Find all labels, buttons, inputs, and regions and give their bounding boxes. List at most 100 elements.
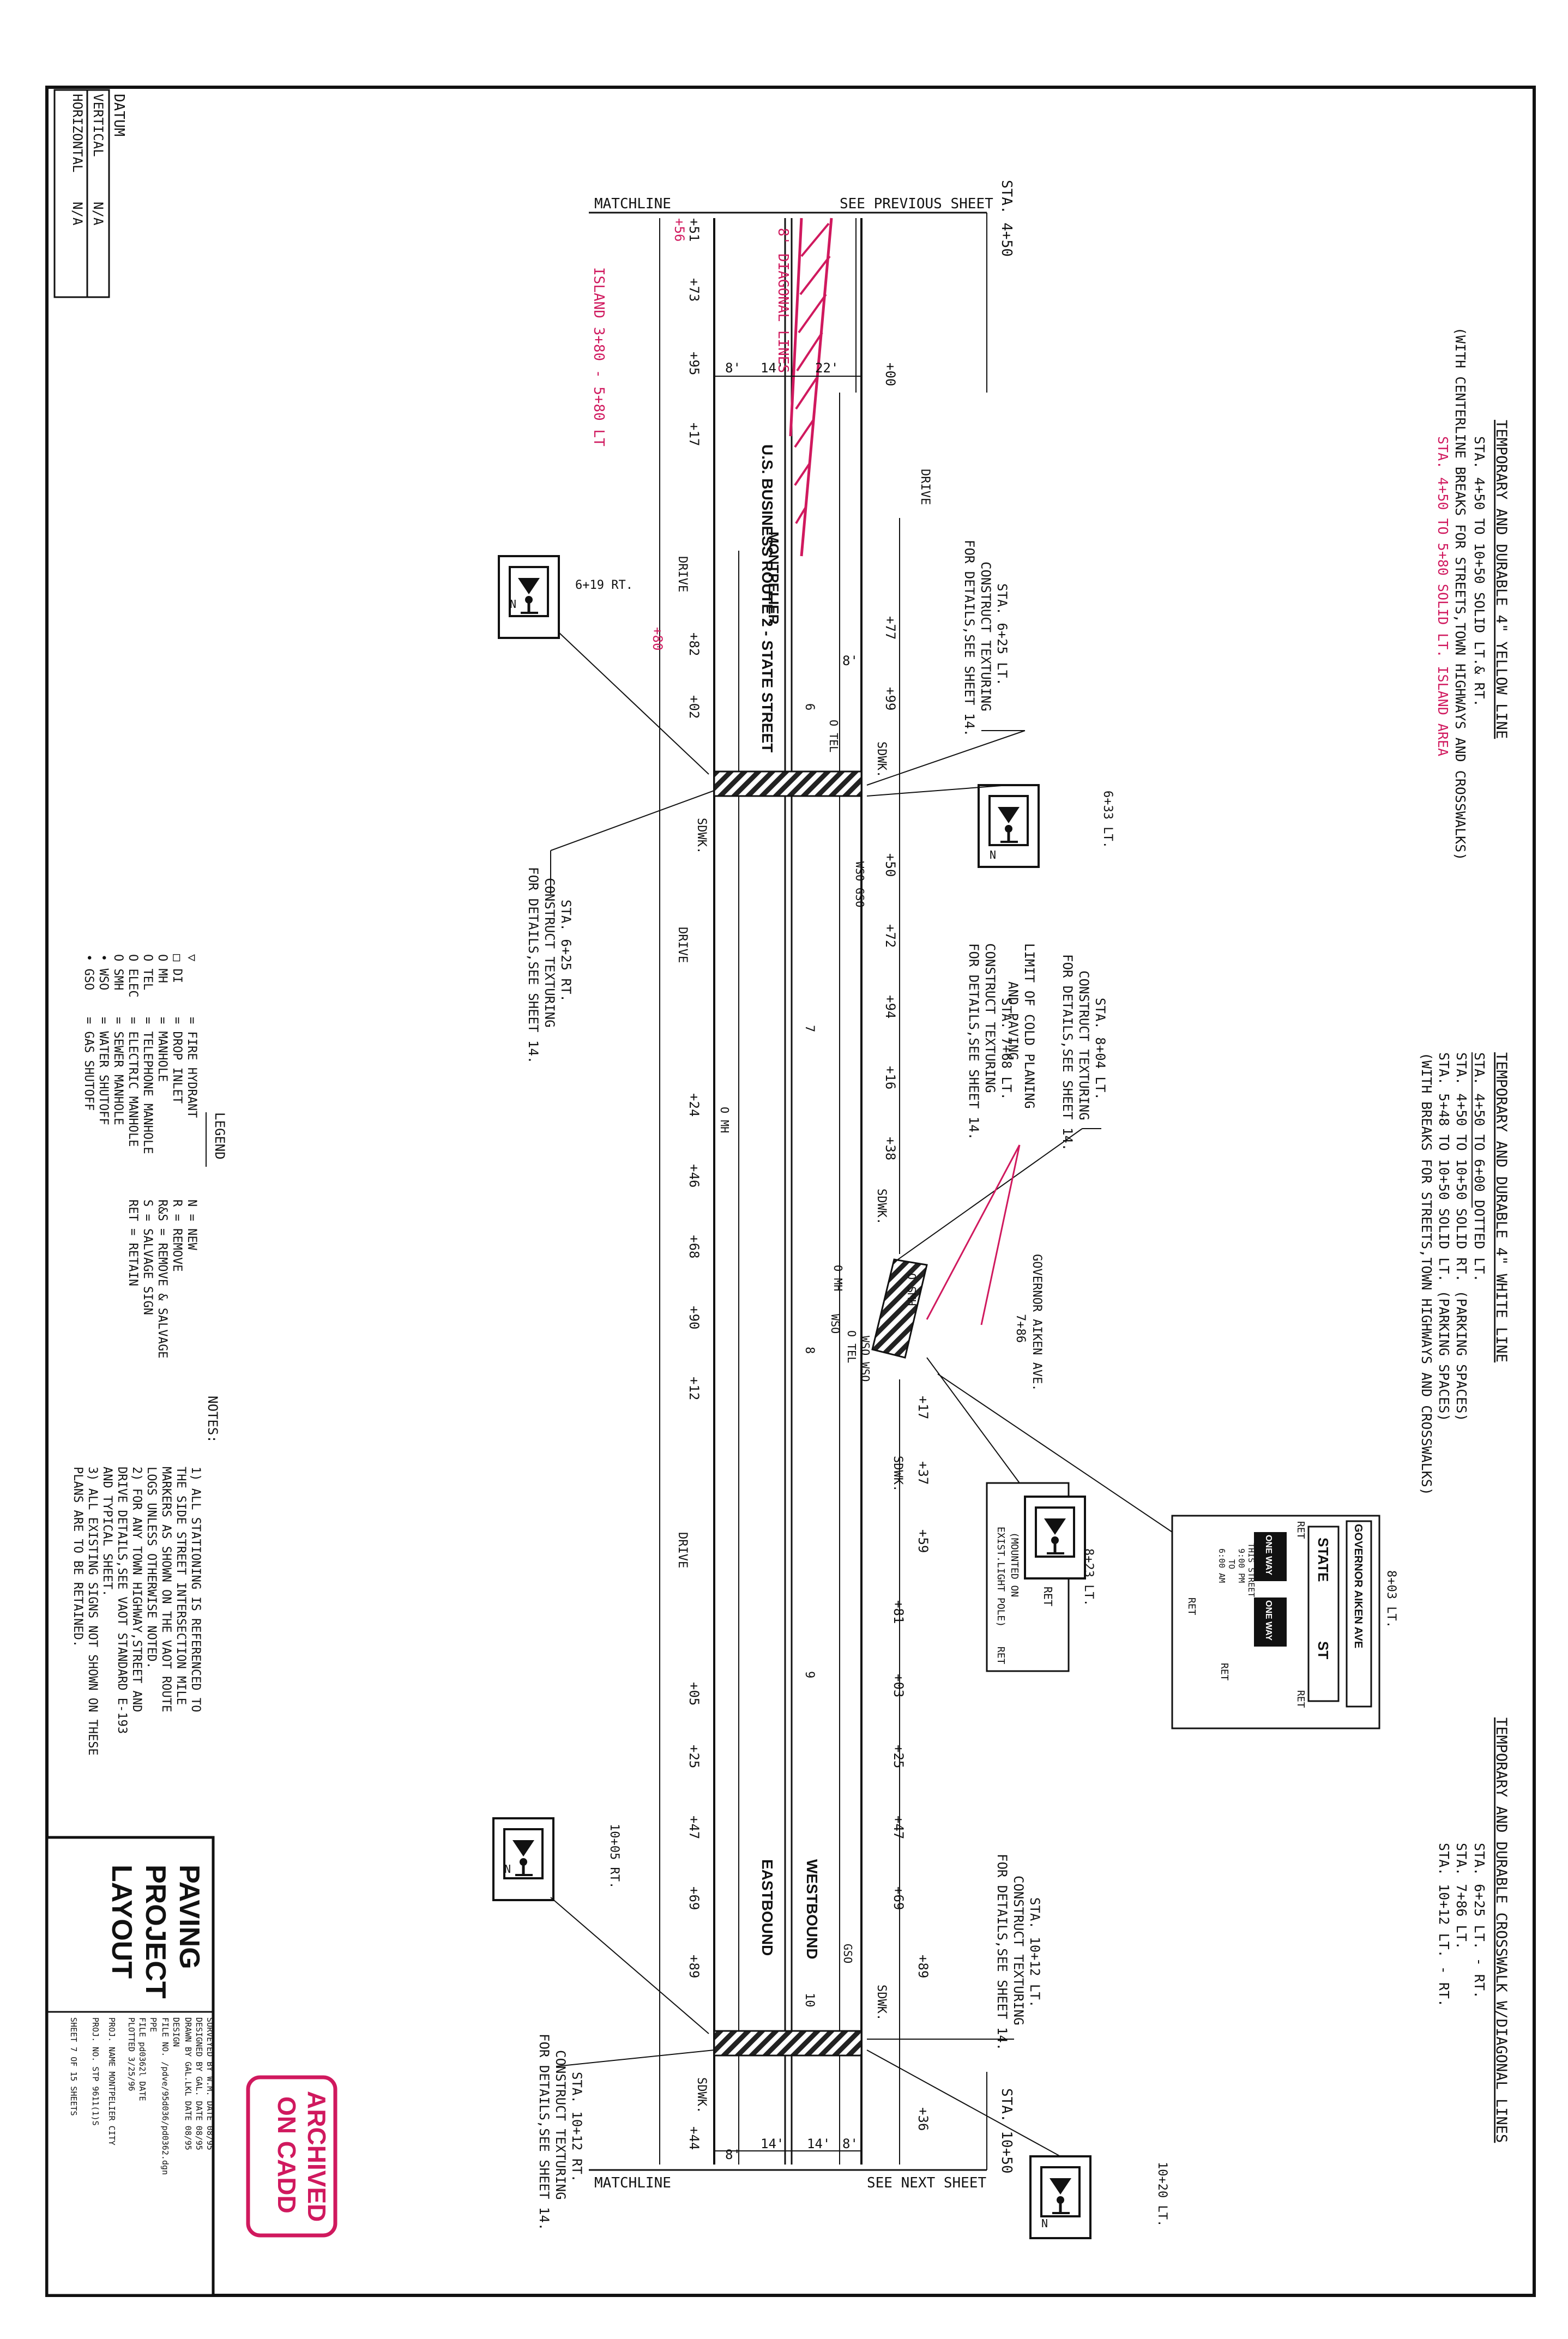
plan-label: RET [1295,1521,1306,1539]
yellow-line-1: STA. 4+50 TO 10+50 SOLID LT.& RT. [1471,436,1487,707]
plan-label: 9:00 PM [1237,1548,1246,1583]
sta-8: 8 [803,1347,816,1354]
plan-label: +05 [686,1682,702,1705]
dim-14c: 14' [807,2136,830,2151]
dim-14a: 14' [761,360,784,376]
plan-label: THE SIDE STREET INTERSECTION MILE [174,1467,188,1705]
plan-label: +95 [686,352,702,375]
crosswalk-625 [713,770,863,797]
plan-label: +17 [686,423,702,446]
plan-label: STA. 8+04 LT. [1093,998,1108,1100]
plan-label: LIMIT OF COLD PLANING [1022,943,1037,1108]
datum-box: DATUM VERTICAL HORIZONTAL N/A N/A [53,89,127,298]
yellow-line-2: (WITH CENTERLINE BREAKS FOR STREETS,TOWN… [1452,327,1468,860]
plan-label: +12 [686,1377,702,1400]
plan-label: WSO GSO [853,861,866,907]
plan-label: TO [1227,1559,1237,1569]
sign-619rt: 6+19 RT. N [499,556,709,775]
plan-label: +44 [686,2126,702,2150]
white-line-4: (WITH BREAKS FOR STREETS,TOWN HIGHWAYS A… [1419,1052,1434,1496]
plan-label: +50 [883,853,898,877]
plan-label: FOR DETAILS,SEE SHEET 14. [526,867,541,1064]
plan-label: CONSTRUCT TEXTURING [1076,970,1091,1120]
plan-label: +36 [915,2107,931,2131]
see-previous-sheet: SEE PREVIOUS SHEET [840,196,993,212]
plan-label: FOR DETAILS,SEE SHEET 14. [966,943,981,1140]
dim-14b: 14' [761,2136,784,2151]
left-station-red: +80 [650,627,665,650]
plan-label: CONSTRUCT TEXTURING [542,878,557,1028]
sign-633lt: 6+33 LT. N [866,785,1114,867]
plan-label: 10+20 LT. [1155,2162,1169,2227]
plan-label: CONSTRUCT TEXTURING [553,2050,568,2200]
plan-label: +56 [672,218,687,242]
plan-label: = FIRE HYDRANT [185,1017,198,1118]
title-block: PAVING PROJECT LAYOUT SURVEYED BY W.M. D… [45,1836,215,2297]
plan-label: LOGS UNLESS OTHERWISE NOTED. [144,1467,158,1669]
plan-label: NOTES: [205,1396,220,1443]
eastbound-label: EASTBOUND [759,1859,776,1956]
plan-label: CONSTRUCT TEXTURING [978,562,993,712]
yellow-line-note: TEMPORARY AND DURABLE 4" YELLOW LINE STA… [1435,327,1510,860]
plan-label: (MOUNTED ON [1009,1532,1020,1597]
plan-label: +25 [686,1745,702,1768]
plan-label: N [504,1862,511,1876]
dim-8b: 8' [842,653,858,668]
dim-22: 22' [815,360,839,376]
plan-label: O TEL [845,1330,858,1363]
plan-label: +99 [883,687,898,710]
plan-label: O ELEC [126,954,140,997]
plan-label: 1) ALL STATIONING IS REFERENCED TO [189,1467,202,1712]
plan-label: +02 [686,695,702,719]
plan-label: = MANHOLE [155,1017,169,1082]
plan-label: STATE [1315,1538,1331,1582]
callout-768lt: STA. 7+68 LT. CONSTRUCT TEXTURING FOR DE… [966,943,1014,1140]
plan-label: FOR DETAILS,SEE SHEET 14. [994,1854,1010,2051]
plan-label: +89 [686,1955,702,1978]
callout-625lt: STA. 6+25 LT. CONSTRUCT TEXTURING FOR DE… [866,540,1026,786]
sign-803lt: 8+03 LT. GOVERNOR AIKEN AVE STATE ST ONE… [937,1373,1398,1729]
crosswalk-note: TEMPORARY AND DURABLE CROSSWALK W/DIAGON… [1436,1717,1510,2143]
plan-label: RET [1186,1597,1197,1615]
plan-label: DRIVE [676,1532,689,1568]
plan-label: R&S = REMOVE & SALVAGE [155,1199,169,1358]
sign-1005rt: 10+05 RT. N [493,1818,709,2034]
plan-label: +72 [883,924,898,948]
plan-label: = ELECTRIC MANHOLE [126,1017,140,1147]
plan-label: O MH [155,954,169,983]
plan-label: O SMH [905,1273,918,1306]
plan-label: GSO [841,1944,854,1963]
plan-label: RET [1219,1663,1230,1681]
plan-label: +47 [891,1816,906,1839]
white-line-2: STA. 4+50 TO 10+50 SOLID RT. (PARKING SP… [1454,1052,1469,1421]
plan-label: ARCHIVED [303,2091,331,2222]
plan-label: LEGEND [212,1112,227,1160]
plan-label: PROJ. NO. STP 9611(1)S [91,2017,100,2126]
plan-label: 3) ALL EXISTING SIGNS NOT SHOWN ON THESE [86,1467,99,1756]
yellow-line-3-red: STA. 4+50 TO 5+80 SOLID LT. ISLAND AREA [1435,436,1451,756]
island-diagonals [789,218,833,557]
plan-label: RET = RETAIN [126,1199,140,1286]
plan-label: RET [1295,1690,1306,1708]
vertical-value: N/A [91,202,106,226]
plan-label: PROJECT [140,1865,171,1999]
plan-label: +46 [686,1164,702,1187]
plan-label: STA. 10+12 RT. [569,2072,584,2182]
plan-label: AND PAVING [1005,981,1021,1060]
callout-cold-planing: LIMIT OF COLD PLANING AND PAVING [926,943,1037,1325]
plan-label: ONE WAY [1264,1600,1273,1641]
plan-label: AND TYPICAL SHEET. [100,1467,114,1596]
plan-label: • GSO [82,954,95,990]
plan-label: SDWK. [875,1189,888,1225]
plan-label: GOVERNOR AIKEN AVE [1352,1524,1364,1648]
plan-label: O SMH [111,954,125,990]
plan-label: +69 [891,1886,906,1910]
plan-label: SDWK. [875,1985,888,2021]
sta-7: 7 [803,1025,816,1032]
plan-label: □ DI [170,954,184,983]
plan-label: 7+86 [1014,1314,1027,1343]
crosswalk-title: TEMPORARY AND DURABLE CROSSWALK W/DIAGON… [1493,1717,1510,2143]
plan-label: PAVING [173,1865,205,1969]
plan-label: +90 [686,1306,702,1329]
plan-label: 8+23 LT. [1082,1548,1095,1606]
